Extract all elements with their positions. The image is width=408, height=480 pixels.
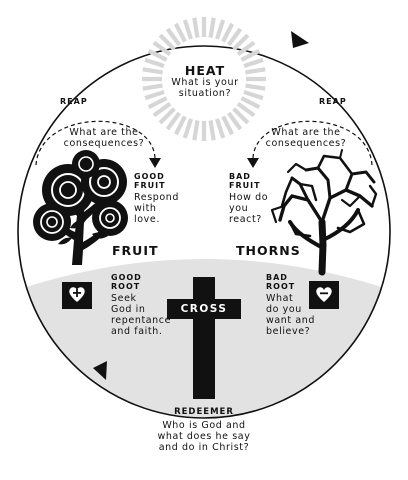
bad-root-line-4: believe? (266, 326, 311, 338)
bad-root-title-1: BAD (266, 273, 288, 282)
heart-plus-icon (69, 287, 85, 302)
bad-root-block: BAD ROOT What do you want and believe? (266, 273, 315, 338)
sun-ray (221, 115, 235, 136)
sun-ray (243, 57, 264, 69)
good-root-line-2: God in (111, 304, 146, 316)
good-root-line-3: repentance (111, 315, 172, 327)
sun-ray (226, 27, 243, 47)
sun-ray (214, 118, 226, 139)
good-root-title-1: GOOD (111, 273, 142, 282)
sun-ray (144, 57, 165, 69)
good-root-line-4: and faith. (111, 326, 163, 338)
sun-ray (236, 40, 256, 57)
sun-ray (243, 89, 264, 101)
heat-title: HEAT (184, 63, 226, 78)
cycle-arrow-bottom-icon (93, 361, 107, 380)
reap-left-text: What are the consequences? (56, 127, 152, 150)
heat-line-1: What is your (171, 77, 239, 89)
reap-right-text: What are the consequences? (258, 127, 354, 150)
sun-ray (173, 22, 187, 43)
good-root-title-2: ROOT (111, 282, 141, 292)
thorns-label: THORNS (236, 243, 301, 258)
good-fruit-line-1: Respond (134, 192, 180, 204)
sun-ray (240, 48, 261, 62)
good-fruit-title-1: GOOD (134, 172, 165, 181)
fruit-tree-icon (33, 150, 128, 309)
sun-ray (192, 120, 200, 141)
reap-right-title: REAP (319, 97, 347, 106)
reap-left-title: REAP (60, 97, 88, 106)
sun-ray (152, 40, 172, 57)
good-fruit-line-2: with (134, 203, 157, 215)
reap-right-line-1: What are the (271, 127, 341, 138)
sun-ray (147, 48, 168, 62)
cross-label: CROSS (180, 303, 228, 315)
bad-root-line-1: What (266, 293, 294, 305)
sun-icon (142, 17, 266, 141)
sun-ray (221, 22, 235, 43)
sun-ray (226, 111, 243, 131)
sun-ray (236, 101, 256, 118)
sun-ray (158, 107, 176, 125)
sun-ray (144, 89, 165, 101)
redeemer-line-2: what does he say (157, 430, 251, 442)
redeemer-block: REDEEMER Who is God and what does he say… (114, 407, 294, 454)
good-fruit-title-2: FRUIT (134, 181, 166, 191)
sun-ray (165, 27, 182, 47)
sun-ray (152, 101, 172, 118)
reap-left-line-1: What are the (69, 127, 139, 138)
sun-ray (232, 33, 250, 51)
fruit-label: FRUIT (112, 243, 159, 258)
sun-ray (245, 67, 266, 75)
heat-label-block: HEAT What is your situation? (160, 63, 250, 100)
good-root-line-1: Seek (111, 293, 137, 305)
bad-fruit-block: BAD FRUIT How do you react? (229, 172, 268, 226)
sun-ray (208, 17, 216, 38)
heat-line-2: situation? (178, 88, 232, 100)
sun-ray (182, 19, 194, 40)
sun-ray (214, 19, 226, 40)
reap-left-line-2: consequences? (63, 137, 145, 149)
sun-ray (245, 83, 266, 91)
sun-ray (208, 120, 216, 141)
thorn-tree-icon (270, 149, 378, 276)
sun-ray (165, 111, 182, 131)
cross-icon (167, 277, 241, 399)
redeemer-line-1: Who is God and (162, 419, 246, 431)
reap-arrow-right-icon (247, 120, 373, 168)
cycle-circle (17, 45, 391, 419)
sun-ray (192, 17, 200, 38)
redeemer-title: REDEEMER (174, 407, 234, 417)
cycle-arrow-top-icon (291, 31, 309, 48)
bad-fruit-title-1: BAD (229, 172, 251, 181)
sun-ray (147, 96, 168, 110)
sun-ray (158, 33, 176, 51)
sun-ray (142, 67, 163, 75)
bad-fruit-line-2: you (229, 203, 249, 215)
sun-ray (240, 96, 261, 110)
bad-root-line-3: want and (266, 315, 316, 327)
bad-root-line-2: do you (266, 304, 302, 316)
good-fruit-block: GOOD FRUIT Respond with love. (134, 172, 179, 226)
sun-ray (142, 83, 163, 91)
reap-right-line-2: consequences? (265, 137, 347, 149)
bad-fruit-line-1: How do (229, 192, 269, 204)
reap-arrow-left-icon (35, 120, 161, 168)
bad-fruit-title-2: FRUIT (229, 181, 261, 191)
bad-fruit-line-3: react? (229, 214, 262, 226)
sun-ray (173, 115, 187, 136)
redeemer-line-3: and do in Christ? (158, 441, 250, 453)
sun-ray (232, 107, 250, 125)
bad-root-title-2: ROOT (266, 282, 296, 292)
heart-minus-icon (316, 287, 332, 302)
sun-ray (182, 118, 194, 139)
good-fruit-line-3: love. (134, 214, 160, 226)
good-root-block: GOOD ROOT Seek God in repentance and fai… (111, 273, 171, 338)
